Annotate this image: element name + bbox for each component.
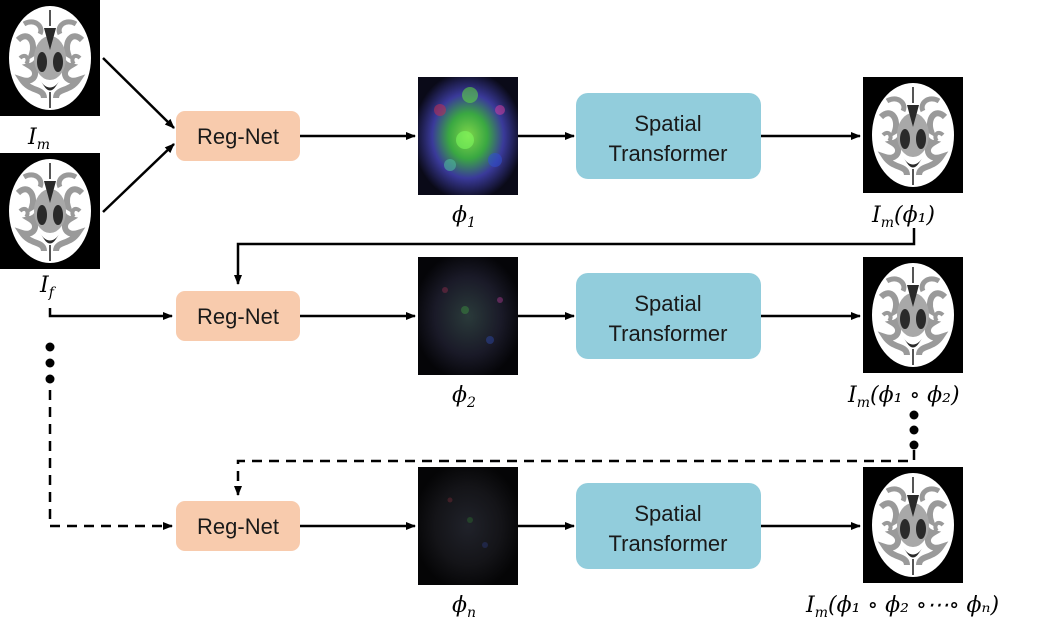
spatial-transformer-box-1 xyxy=(576,93,761,179)
phi-label-n: ϕn xyxy=(452,593,476,621)
arrow-fixed-to-regnet-n xyxy=(48,390,173,530)
regnet-box-2 xyxy=(176,291,300,341)
warped-label-1: Im(ϕ₁) xyxy=(871,203,935,231)
moving-image xyxy=(0,0,100,116)
ellipsis-dot xyxy=(45,358,55,368)
arrow-fixed-to-regnet-1 xyxy=(102,143,175,213)
spatial-transformer-box-2 xyxy=(576,273,761,359)
deformation-field-n xyxy=(418,467,518,585)
arrow-feedback-1-to-2 xyxy=(234,228,916,285)
spatial-label-line2-2: Transformer xyxy=(609,321,728,346)
warped-image-n xyxy=(863,467,963,583)
regnet-box-1 xyxy=(176,111,300,161)
regnet-label-n: Reg-Net xyxy=(197,514,279,539)
ellipsis-dot xyxy=(909,410,919,420)
warped-image-1 xyxy=(863,77,963,193)
regnet-label-1: Reg-Net xyxy=(197,124,279,149)
phi-label-1: ϕ1 xyxy=(452,203,476,231)
arrow-moving-to-regnet-1 xyxy=(102,57,175,129)
arrow-feedback-dashed xyxy=(234,450,916,496)
fixed-image-label: If xyxy=(39,273,57,301)
spatial-label-line2-1: Transformer xyxy=(609,141,728,166)
phi-label-2: ϕ2 xyxy=(452,383,476,411)
warped-label-2: Im(ϕ₁ ∘ ϕ₂) xyxy=(847,383,960,411)
spatial-transformer-box-n xyxy=(576,483,761,569)
spatial-label-line2-n: Transformer xyxy=(609,531,728,556)
regnet-label-2: Reg-Net xyxy=(197,304,279,329)
spatial-label-line1-n: Spatial xyxy=(634,501,701,526)
ellipsis-dot xyxy=(909,425,919,435)
fixed-image xyxy=(0,153,100,269)
deformation-field-2 xyxy=(418,257,518,375)
ellipsis-dot xyxy=(909,440,919,450)
regnet-box-n xyxy=(176,501,300,551)
moving-image-label: Im xyxy=(27,125,50,153)
arrow-fixed-to-regnet-2 xyxy=(48,308,173,320)
warped-image-2 xyxy=(863,257,963,373)
warped-label-n: Im(ϕ₁ ∘ ϕ₂ ∘⋯∘ ϕₙ) xyxy=(805,593,999,621)
ellipsis-dot xyxy=(45,342,55,352)
spatial-label-line1-1: Spatial xyxy=(634,111,701,136)
ellipsis-dot xyxy=(45,374,55,384)
spatial-label-line1-2: Spatial xyxy=(634,291,701,316)
